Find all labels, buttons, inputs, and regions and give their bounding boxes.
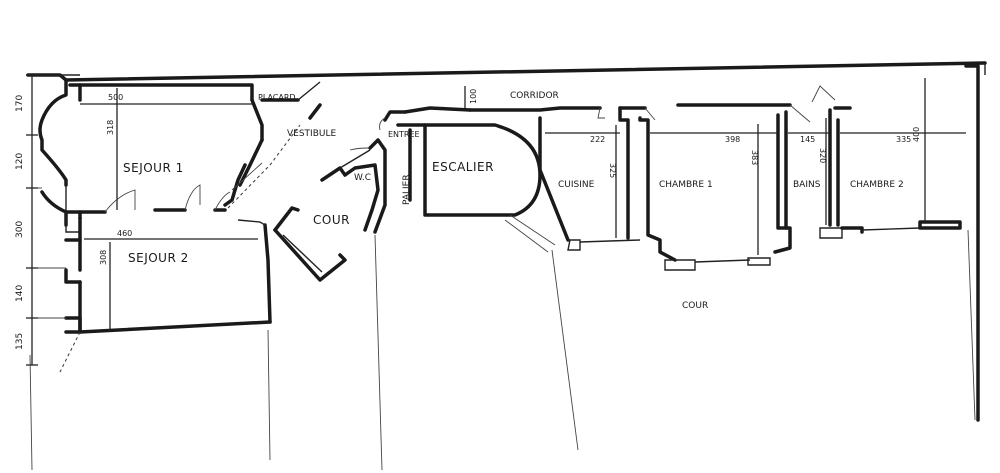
chambre1-room — [638, 110, 792, 271]
dim-corridor-depth: 100 — [469, 89, 478, 104]
left-facade — [38, 78, 82, 334]
entree-area — [379, 106, 472, 202]
corridor-area — [468, 85, 852, 123]
label-vestibule: VESTIBULE — [287, 129, 336, 139]
left-dim-3: 300 — [15, 221, 25, 238]
label-cuisine: CUISINE — [558, 180, 595, 190]
left-dim-1: 170 — [15, 95, 25, 112]
sejour1-room — [78, 83, 264, 214]
left-dimension-chain — [26, 74, 66, 366]
left-dim-2: 120 — [15, 153, 25, 170]
label-cour-small: COUR — [313, 213, 350, 227]
dim-cuisine-depth: 325 — [608, 163, 617, 178]
cuisine-room — [538, 106, 641, 251]
label-cour-main: COUR — [682, 301, 708, 311]
vestibule-area — [227, 81, 322, 209]
cour-small-area — [273, 149, 371, 282]
label-palier: PALIER — [402, 174, 412, 205]
label-sejour1: SEJOUR 1 — [123, 161, 184, 175]
dim-chambre1-depth: 383 — [750, 150, 759, 165]
label-entree: ENTREE — [388, 130, 420, 139]
label-chambre2: CHAMBRE 2 — [850, 180, 904, 190]
dim-chambre2-width: 335 — [896, 135, 911, 144]
left-dim-5: 135 — [15, 333, 25, 350]
label-placard: PLACARD — [258, 93, 296, 102]
left-dim-4: 140 — [15, 285, 25, 302]
label-sejour2: SEJOUR 2 — [128, 251, 189, 265]
cour-main-area — [29, 229, 976, 471]
dim-sejour1-depth: 318 — [106, 120, 115, 135]
outer-walls — [26, 61, 987, 422]
dim-sejour2-width: 460 — [117, 229, 132, 238]
room-dimension-lines — [80, 78, 966, 330]
escalier-area — [423, 123, 556, 253]
dim-bains-width: 145 — [800, 135, 815, 144]
bains-room — [819, 108, 843, 239]
label-bains: BAINS — [793, 180, 821, 190]
dim-chambre1-width: 398 — [725, 135, 740, 144]
chambre2-room — [840, 220, 962, 234]
wc-room — [343, 138, 387, 234]
dim-chambre2-depth: 400 — [912, 127, 921, 142]
label-corridor: CORRIDOR — [510, 91, 559, 101]
sejour2-room — [78, 216, 272, 334]
dim-bains-depth: 320 — [818, 148, 827, 163]
label-escalier: ESCALIER — [432, 160, 494, 174]
dim-sejour2-depth: 308 — [99, 250, 108, 265]
label-wc: W.C — [354, 173, 371, 183]
label-chambre1: CHAMBRE 1 — [659, 180, 713, 190]
dim-sejour1-width: 500 — [108, 93, 123, 102]
dim-cuisine-width: 222 — [590, 135, 605, 144]
